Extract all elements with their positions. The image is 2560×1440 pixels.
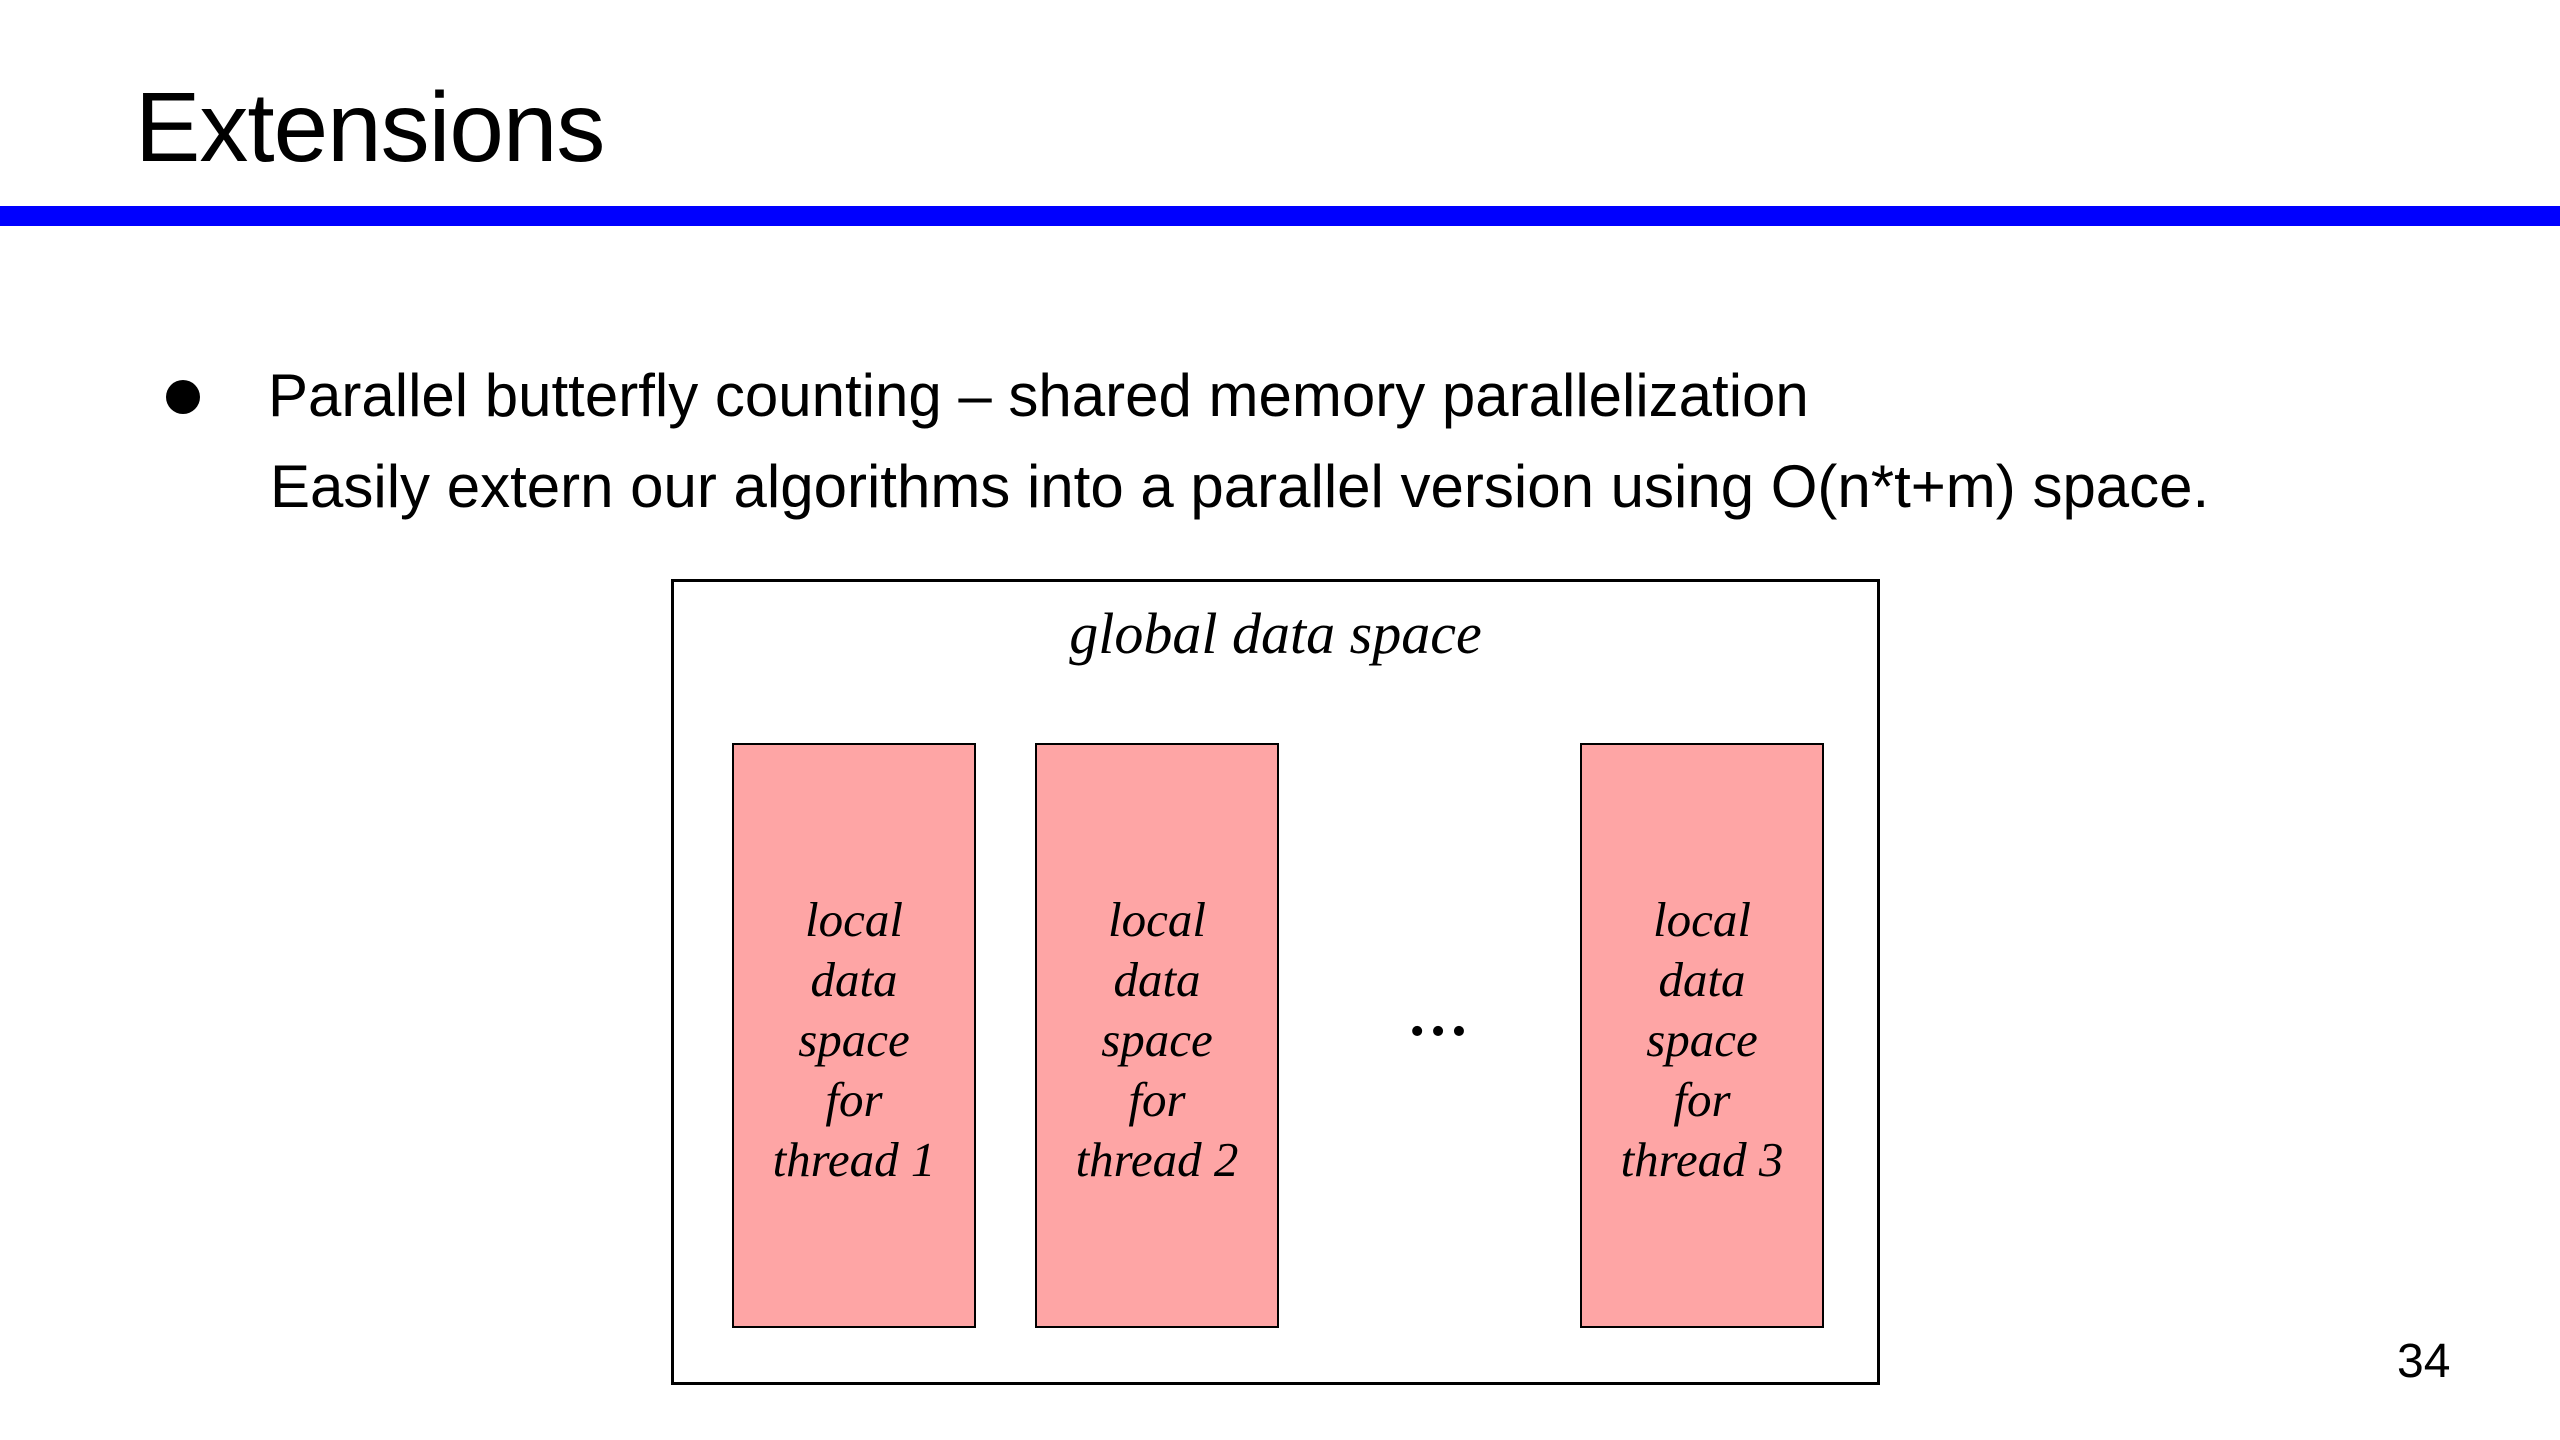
ellipsis: … <box>1407 981 1471 1049</box>
title-divider <box>0 206 2560 226</box>
thread-3-label: local data space for thread 3 <box>1620 891 1784 1187</box>
thread-3-local-space-box: local data space for thread 3 <box>1580 743 1824 1328</box>
thread-2-label: local data space for thread 2 <box>1075 891 1239 1187</box>
thread-1-local-space-box: local data space for thread 1 <box>732 743 976 1328</box>
bullet-dot-icon <box>166 380 200 414</box>
page-number: 34 <box>2397 1335 2451 1388</box>
bullet-heading: Parallel butterfly counting – shared mem… <box>268 362 1809 429</box>
global-data-space-diagram: global data space local data space for t… <box>671 579 1880 1385</box>
thread-1-label: local data space for thread 1 <box>772 891 936 1187</box>
global-data-space-label: global data space <box>1069 601 1482 666</box>
thread-2-local-space-box: local data space for thread 2 <box>1035 743 1279 1328</box>
slide-title: Extensions <box>135 72 605 182</box>
bullet-subtext: Easily extern our algorithms into a para… <box>270 453 2210 520</box>
